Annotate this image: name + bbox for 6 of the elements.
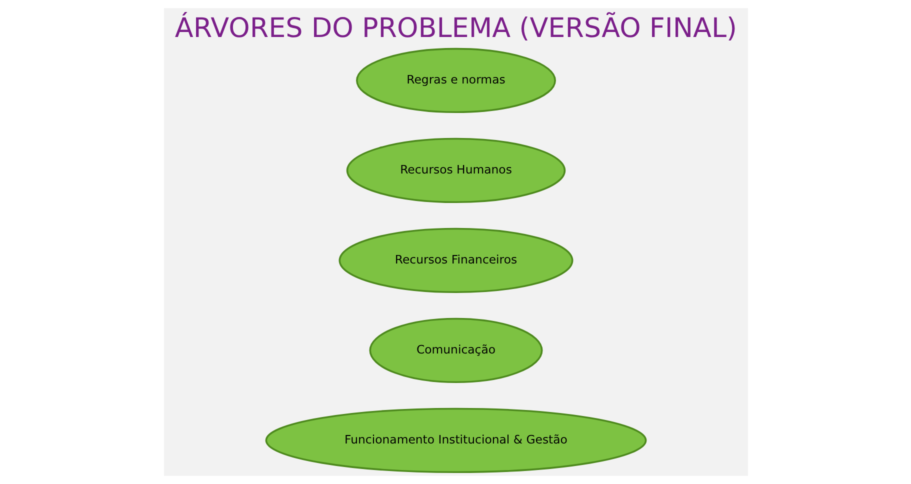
node-ellipse: Regras e normas — [356, 48, 556, 114]
node-ellipse: Recursos Humanos — [346, 138, 566, 204]
diagram-title: ÁRVORES DO PROBLEMA (VERSÃO FINAL) — [174, 12, 737, 44]
node-ellipse: Recursos Financeiros — [338, 228, 573, 294]
node-ellipse: Funcionamento Institucional & Gestão — [264, 408, 646, 473]
node-ellipse: Comunicação — [368, 318, 542, 383]
